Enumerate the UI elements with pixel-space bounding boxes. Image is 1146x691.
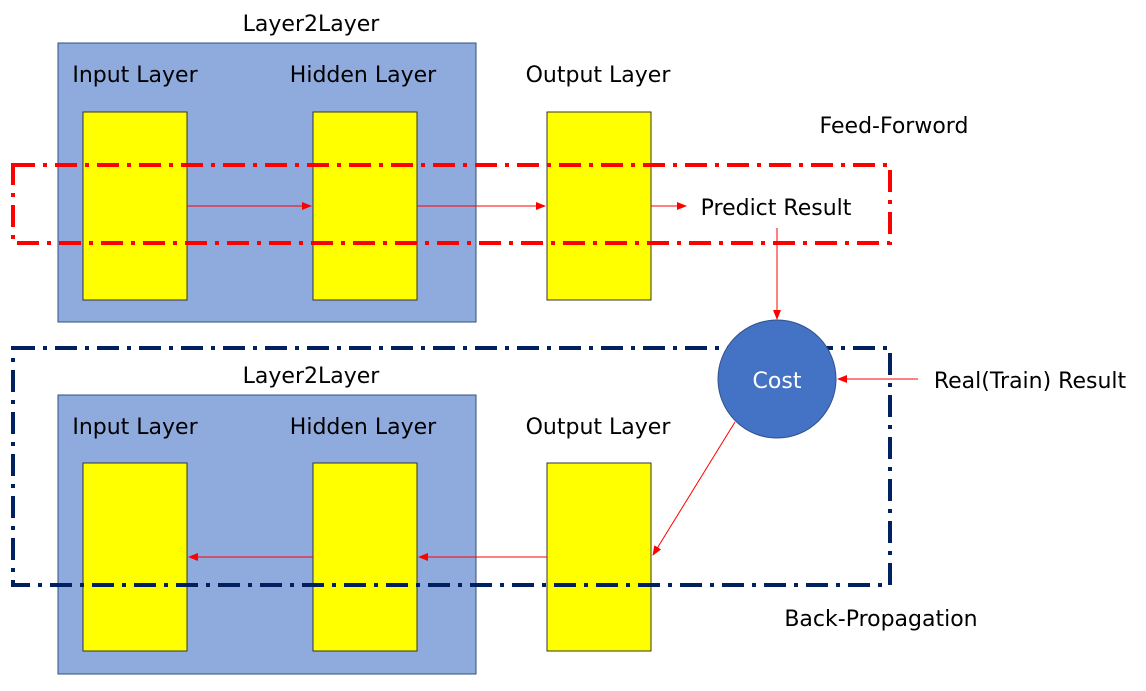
cost-node [717, 319, 837, 439]
predict-result-label: Predict Result [701, 196, 852, 221]
back-propagation-label: Back-Propagation [784, 607, 977, 632]
top-output-layer-label: Output Layer [526, 63, 672, 88]
bottom-hidden-layer-box [312, 462, 418, 652]
top-output-layer-box [546, 111, 652, 301]
cost-label: Cost [753, 369, 802, 394]
bottom-group-title: Layer2Layer [243, 364, 381, 389]
back-propagation-region [11, 346, 892, 587]
top-group-title: Layer2Layer [243, 12, 381, 37]
bottom-input-layer-label: Input Layer [72, 415, 198, 440]
bottom-output-layer-label: Output Layer [526, 415, 672, 440]
bottom-input-layer-box [82, 462, 188, 652]
arrow-cost-to-output [652, 421, 736, 556]
top-input-layer-box [82, 111, 188, 301]
feed-forward-region [11, 163, 892, 245]
bottom-output-layer-box [546, 462, 652, 652]
top-input-layer-label: Input Layer [72, 63, 198, 88]
real-train-result-label: Real(Train) Result [934, 369, 1127, 394]
feed-forward-label: Feed-Forword [820, 114, 969, 139]
top-hidden-layer-label: Hidden Layer [290, 63, 437, 88]
bottom-hidden-layer-label: Hidden Layer [290, 415, 437, 440]
top-hidden-layer-box [312, 111, 418, 301]
